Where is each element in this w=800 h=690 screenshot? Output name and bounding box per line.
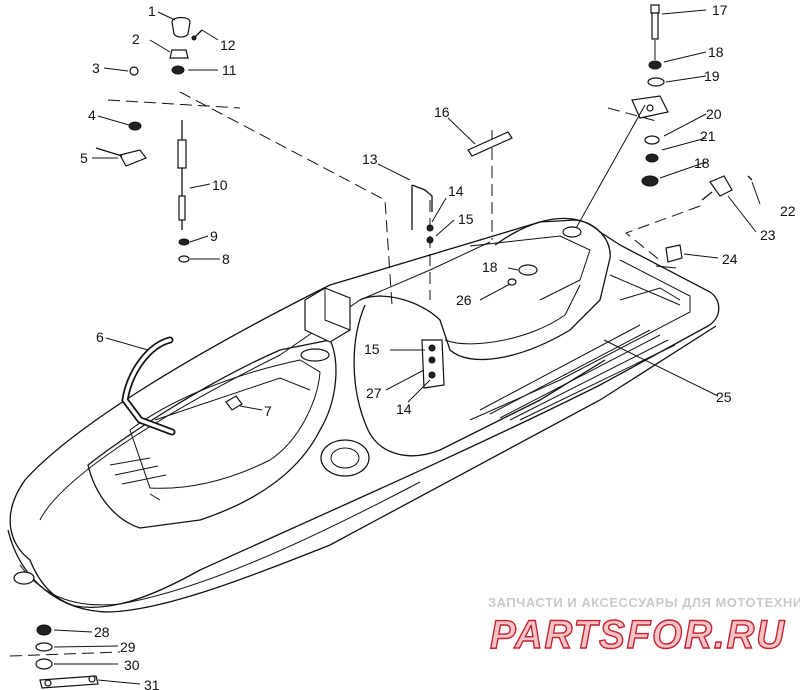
callout-16: 16 bbox=[434, 104, 450, 120]
callout-8: 8 bbox=[222, 251, 230, 267]
callout-18b: 18 bbox=[482, 259, 498, 275]
hood-latch bbox=[225, 395, 243, 411]
callout-12: 12 bbox=[220, 37, 236, 53]
grab-handle bbox=[121, 336, 176, 436]
callout-31: 31 bbox=[144, 677, 160, 690]
callout-13: 13 bbox=[362, 151, 378, 167]
callout-labels: 1 2 3 4 5 6 7 8 9 10 11 12 13 14 14 15 1… bbox=[80, 2, 796, 690]
seat-latch-bracket bbox=[421, 339, 445, 389]
watermark-brand: PARTSFOR.RU bbox=[490, 613, 786, 657]
callout-23: 23 bbox=[760, 227, 776, 243]
callout-18c: 18 bbox=[694, 155, 710, 171]
callout-3: 3 bbox=[92, 60, 100, 76]
callout-4: 4 bbox=[88, 107, 96, 123]
callout-19: 19 bbox=[704, 68, 720, 84]
callout-18a: 18 bbox=[708, 44, 724, 60]
callout-21: 21 bbox=[700, 128, 716, 144]
callout-7: 7 bbox=[264, 403, 272, 419]
watermark-tagline: ЗАПЧАСТИ И АКСЕССУАРЫ ДЛЯ МОТОТЕХНИКИ bbox=[488, 595, 800, 610]
seat-trim-strip bbox=[467, 131, 513, 157]
callout-14a: 14 bbox=[448, 183, 464, 199]
callout-20: 20 bbox=[706, 106, 722, 122]
callout-25: 25 bbox=[716, 389, 732, 405]
bottom-hardware-stack bbox=[9, 624, 121, 689]
callout-1: 1 bbox=[148, 3, 156, 19]
callout-15b: 15 bbox=[364, 341, 380, 357]
callout-9: 9 bbox=[210, 228, 218, 244]
callout-24: 24 bbox=[722, 251, 738, 267]
callout-26: 26 bbox=[456, 292, 472, 308]
callout-15a: 15 bbox=[458, 211, 474, 227]
leader-lines bbox=[53, 9, 761, 685]
callout-29: 29 bbox=[120, 639, 136, 655]
traction-mat-hatching bbox=[479, 287, 681, 421]
right-hardware-stack bbox=[562, 4, 753, 269]
callout-11: 11 bbox=[222, 62, 237, 78]
seat-hardware bbox=[507, 264, 538, 286]
callout-30: 30 bbox=[124, 657, 140, 673]
callout-5: 5 bbox=[80, 150, 88, 166]
callout-17: 17 bbox=[712, 2, 728, 18]
callout-10: 10 bbox=[212, 177, 228, 193]
callout-28: 28 bbox=[94, 624, 110, 640]
watermark: ЗАПЧАСТИ И АКСЕССУАРЫ ДЛЯ МОТОТЕХНИКИ PA… bbox=[488, 595, 800, 658]
callout-2: 2 bbox=[132, 31, 140, 47]
callout-22: 22 bbox=[780, 203, 796, 219]
left-hardware-stack bbox=[95, 16, 493, 306]
callout-14b: 14 bbox=[396, 401, 412, 417]
callout-27: 27 bbox=[366, 385, 382, 401]
callout-6: 6 bbox=[96, 329, 104, 345]
watercraft-hull bbox=[7, 217, 720, 613]
